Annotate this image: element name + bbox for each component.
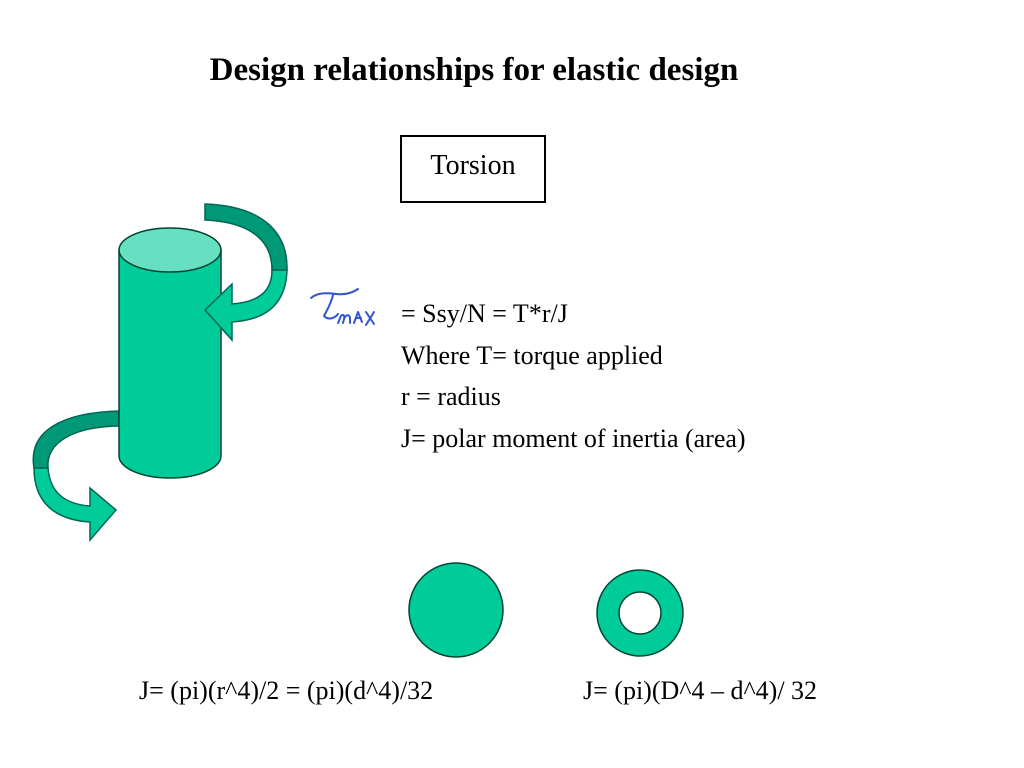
torque-definition: Where T= torque applied (401, 340, 663, 370)
upper-twist-arrow (203, 203, 288, 342)
radius-definition: r = radius (401, 382, 501, 411)
torsion-label: Torsion (430, 150, 516, 181)
shaft-cylinder (118, 227, 222, 479)
slide-title: Design relationships for elastic design (209, 52, 739, 88)
polar-moment-definition: J= polar moment of inertia (area) (401, 423, 746, 453)
solid-cross-section (408, 562, 504, 658)
hollow-cross-section (596, 569, 684, 657)
lower-twist-arrow (32, 410, 123, 543)
torsion-label-box: Torsion (400, 135, 546, 203)
shear-stress-equation: = Ssy/N = T*r/J (401, 299, 568, 328)
equation-block: = Ssy/N = T*r/J Where T= torque applied … (401, 293, 746, 459)
solid-polar-moment-formula: J= (pi)(r^4)/2 = (pi)(d^4)/32 (139, 676, 434, 705)
handwritten-tau-max (310, 288, 375, 326)
hollow-polar-moment-formula: J= (pi)(D^4 – d^4)/ 32 (583, 676, 818, 705)
